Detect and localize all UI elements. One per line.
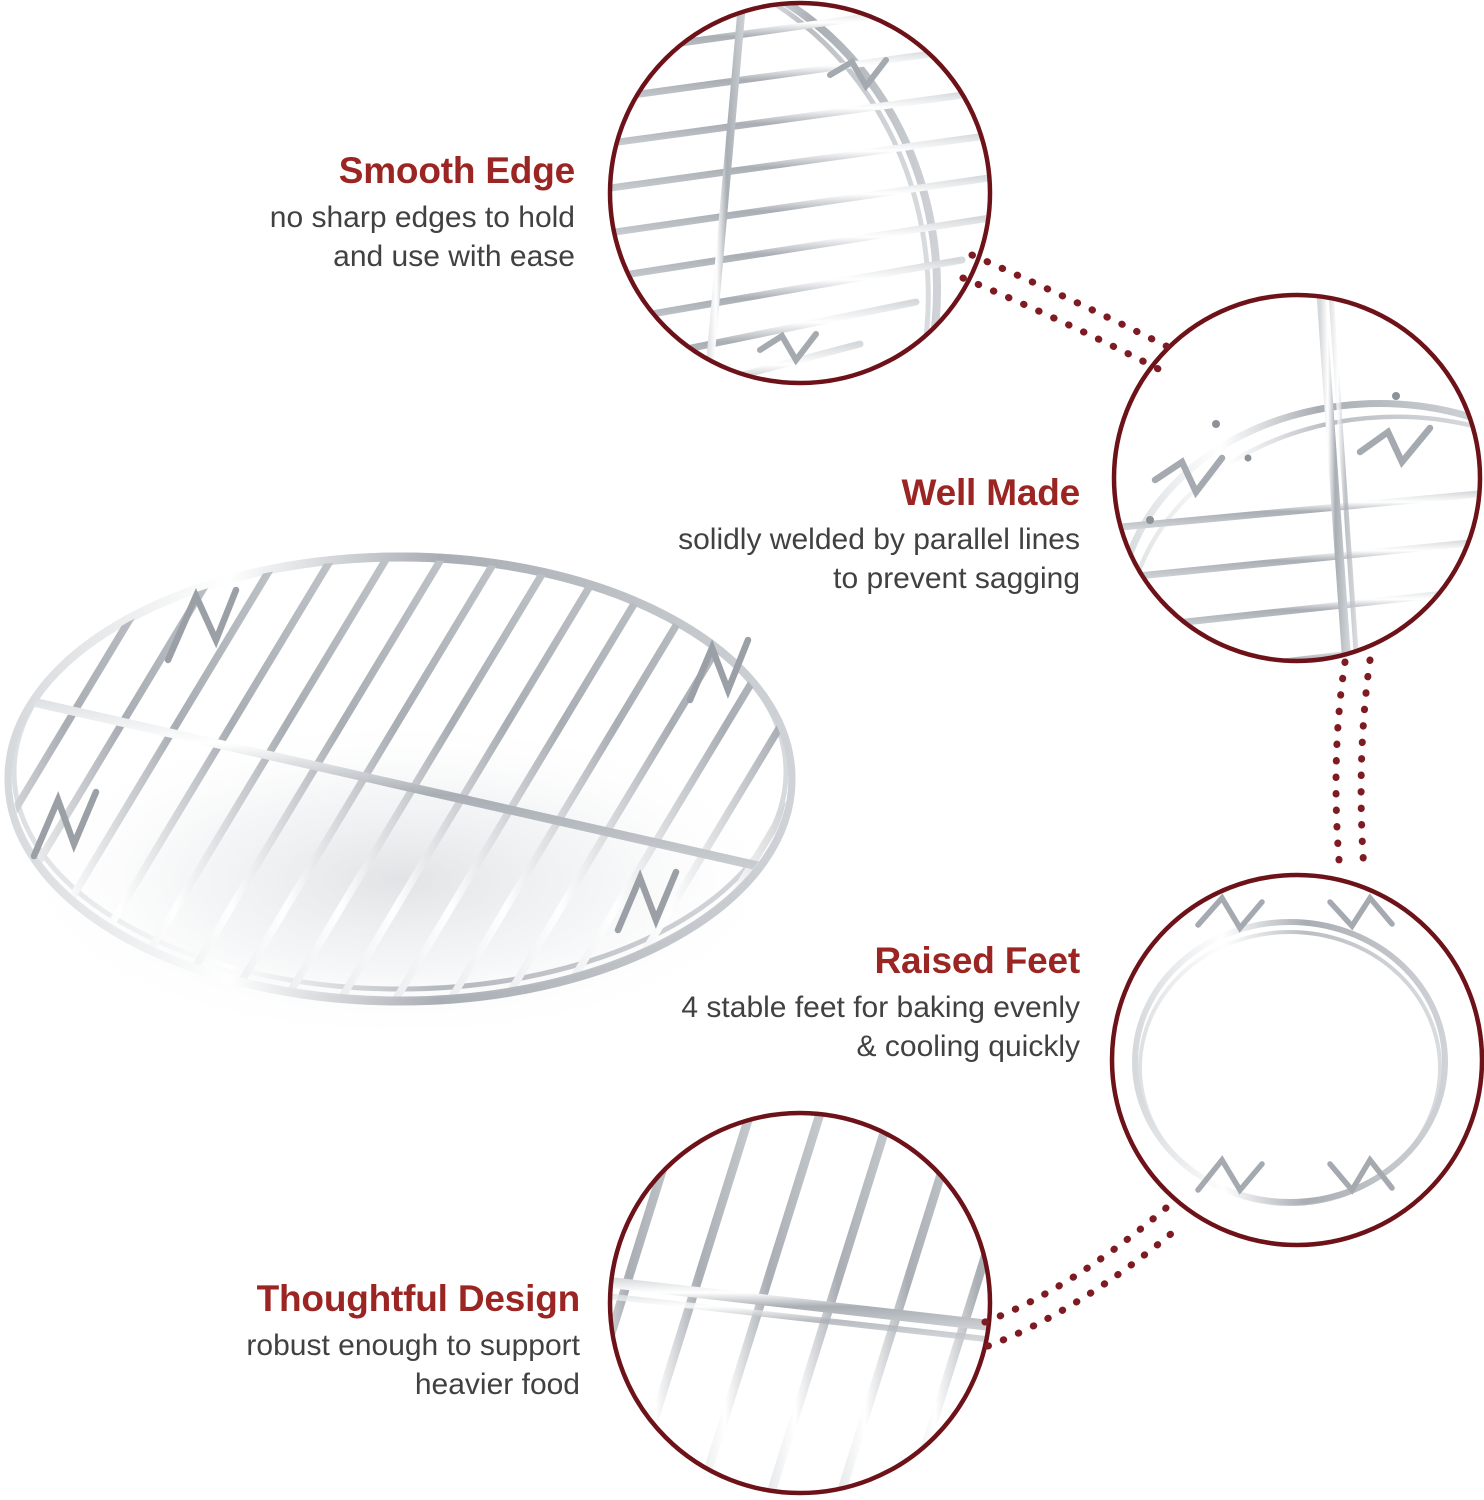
circle-well-made-ring (1111, 292, 1483, 664)
callout-thoughtful-design-line1: robust enough to support (246, 1329, 580, 1363)
callout-well-made-line2: to prevent sagging (833, 561, 1080, 595)
callout-thoughtful-design-line2: heavier food (414, 1367, 580, 1401)
circle-thoughtful-design (607, 1110, 993, 1496)
callout-raised-feet-line2: & cooling quickly (856, 1029, 1080, 1063)
callout-smooth-edge-line1: no sharp edges to hold (269, 201, 575, 235)
circle-raised-feet-ring (1109, 872, 1484, 1248)
raised-feet-detail (1195, 893, 1395, 1195)
product-shadow (10, 715, 790, 1045)
circle-thoughtful-design-ring (607, 1110, 993, 1496)
rack-cross-bar (12, 685, 788, 885)
callout-raised-feet-title: Raised Feet (874, 940, 1081, 981)
circle-smooth-edge (607, 0, 993, 386)
connector-well-to-feet (1332, 656, 1374, 876)
callout-smooth-edge: Smooth Edge no sharp edges to hold and u… (0, 150, 575, 276)
circle-well-made (1111, 292, 1483, 664)
callout-raised-feet: Raised Feet 4 stable feet for baking eve… (520, 940, 1080, 1066)
circle-raised-feet (1109, 872, 1484, 1248)
connector-design-to-feet (981, 1204, 1182, 1350)
rack-feet (30, 586, 752, 934)
callout-well-made-line1: solidly welded by parallel lines (678, 523, 1080, 557)
callout-smooth-edge-title: Smooth Edge (338, 150, 575, 191)
callout-thoughtful-design: Thoughtful Design robust enough to suppo… (0, 1278, 580, 1404)
callout-well-made: Well Made solidly welded by parallel lin… (520, 472, 1080, 598)
callout-well-made-title: Well Made (901, 472, 1081, 513)
callout-thoughtful-design-title: Thoughtful Design (256, 1278, 581, 1319)
connector-smooth-to-well (959, 251, 1182, 378)
circle-smooth-edge-ring (607, 0, 993, 386)
callout-smooth-edge-line2: and use with ease (333, 239, 575, 273)
callout-raised-feet-line1: 4 stable feet for baking evenly (681, 991, 1080, 1025)
